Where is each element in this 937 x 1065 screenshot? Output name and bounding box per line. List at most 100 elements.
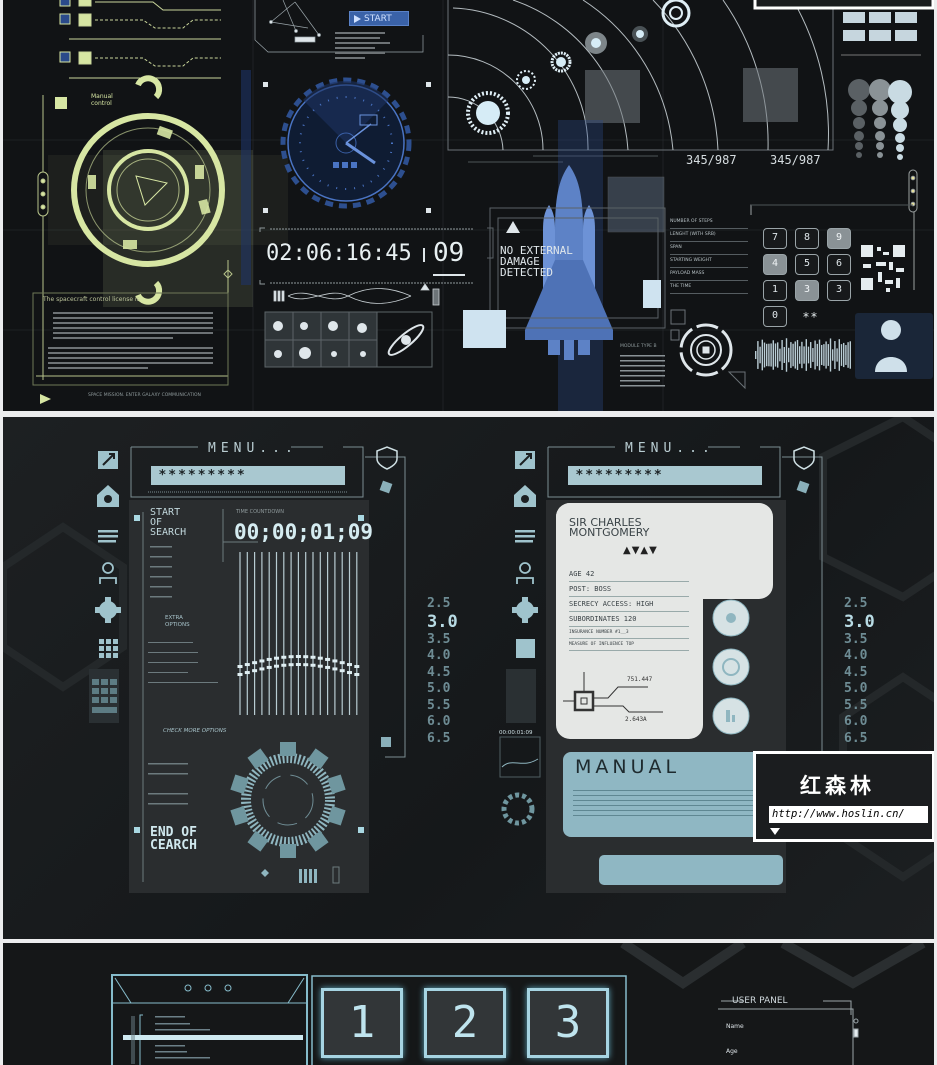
eq-handle	[288, 655, 294, 659]
footer-widgets	[261, 866, 340, 884]
keypad-key[interactable]: 9	[827, 228, 851, 249]
scale-value[interactable]: 5.5	[844, 697, 868, 713]
scale-value[interactable]: 4.5	[844, 664, 868, 680]
keypad-key[interactable]: 3	[795, 280, 819, 301]
node-icon	[381, 737, 391, 747]
manual-footer-bar[interactable]	[599, 855, 783, 885]
waveform-bar	[814, 340, 816, 370]
waveform-bar	[757, 341, 759, 369]
countdown-label: TIME COUNTDOWN	[236, 509, 284, 515]
digit-tile[interactable]: 2	[424, 988, 506, 1058]
waveform-bar	[796, 340, 799, 370]
scale-value[interactable]: 6.5	[427, 730, 451, 746]
waveform-bar	[827, 344, 829, 366]
shield-icon	[376, 446, 398, 470]
waveform-bar	[812, 348, 814, 362]
keypad-key[interactable]: 6	[827, 254, 851, 275]
menu-title: MENU...	[625, 441, 715, 456]
scale-value[interactable]: 2.5	[427, 596, 451, 611]
info-box	[463, 310, 506, 348]
keypad-key[interactable]: 0	[763, 306, 787, 327]
eq-handle	[237, 673, 243, 676]
start-button[interactable]: START	[349, 11, 409, 26]
keypad-key[interactable]: 1	[763, 280, 787, 301]
gear-tooth	[247, 830, 269, 852]
eq-handle	[237, 665, 243, 668]
scale-value[interactable]: 5.5	[427, 697, 451, 713]
stats-row: SPAN	[670, 242, 748, 255]
keypad-key[interactable]: 4	[763, 254, 787, 275]
scale-value[interactable]: 5.0	[844, 681, 868, 696]
mini-timer: 00:00:01:09	[499, 730, 533, 736]
digit-tile[interactable]: 3	[527, 988, 609, 1058]
audio-waveform	[755, 338, 851, 372]
stats-row: STARTING WEIGHT	[670, 255, 748, 268]
name-field-label[interactable]: Name	[726, 1023, 744, 1030]
scale-value[interactable]: 6.0	[844, 714, 868, 729]
eq-handle	[274, 664, 279, 668]
keypad-key[interactable]: 8	[795, 228, 819, 249]
waveform-bar	[825, 341, 827, 369]
waveform-bar	[774, 343, 777, 367]
scale-value[interactable]: 3.5	[427, 631, 451, 647]
waveform-bar	[755, 351, 757, 359]
check-more-options-link[interactable]: CHECK MORE OPTIONS	[163, 728, 227, 734]
waveform-bar	[783, 347, 785, 363]
password-field[interactable]: *********	[151, 466, 345, 485]
stats-label: PAYLOAD MASS	[670, 271, 705, 276]
user-panel-frame	[718, 1000, 859, 1065]
waveform-bar	[834, 341, 836, 369]
chip-value: 2.643A	[625, 716, 647, 723]
stats-row: THE TIME	[670, 281, 748, 294]
file-grid	[841, 12, 921, 56]
scale-value[interactable]: 4.5	[427, 664, 451, 680]
scale-value[interactable]: 2.5	[844, 596, 868, 611]
license-frame	[32, 292, 229, 386]
level-bar	[643, 280, 661, 308]
waveform-bar	[772, 340, 774, 370]
gear-tooth	[230, 774, 249, 795]
rating-triangles: ▲▼▲▼	[623, 545, 658, 556]
eq-handle	[288, 663, 294, 667]
scale-value[interactable]: 3.0	[844, 611, 875, 632]
warning-icon	[506, 221, 520, 233]
scale-value[interactable]: 3.5	[844, 631, 868, 647]
counter-readout: 345/987	[770, 153, 821, 167]
keypad-key[interactable]: 7	[763, 228, 787, 249]
blue-stripe	[241, 70, 251, 285]
chip-diagram	[563, 672, 663, 713]
eq-handle	[325, 657, 331, 661]
target-reticle	[670, 309, 746, 390]
scale-value[interactable]: 6.0	[427, 714, 451, 729]
waveform-bar	[792, 343, 794, 367]
scale-value[interactable]: 6.5	[844, 730, 868, 746]
eq-handle	[332, 659, 338, 663]
scale-value[interactable]: 4.0	[427, 648, 451, 663]
eq-handle	[274, 656, 279, 660]
waveform-bar	[788, 347, 790, 363]
profile-field: AGE 42	[569, 567, 689, 582]
scale-value[interactable]: 3.0	[427, 611, 458, 632]
scale-value[interactable]: 4.0	[844, 648, 868, 663]
waveform-bar	[832, 349, 834, 361]
age-field-label[interactable]: Age	[726, 1048, 738, 1055]
digit-tile[interactable]: 1	[321, 988, 403, 1058]
hex-background	[620, 943, 926, 990]
manual-panel[interactable]: MANUAL	[563, 752, 768, 837]
waveform-bar	[766, 343, 768, 367]
avatar-icon	[875, 320, 907, 372]
keypad-key[interactable]: 5	[795, 254, 819, 275]
watermark: 红森林 http://www.hoslin.cn/	[753, 751, 934, 842]
password-field[interactable]: *********	[568, 466, 762, 485]
keypad-key[interactable]: 3	[827, 280, 851, 301]
mini-keypad-icon	[89, 669, 119, 723]
scale-value[interactable]: 5.0	[427, 681, 451, 696]
waveform-bar	[763, 342, 766, 368]
waveform-bar	[823, 344, 825, 366]
counter-readout: 345/987	[686, 153, 737, 167]
waveform-bar	[849, 341, 851, 369]
